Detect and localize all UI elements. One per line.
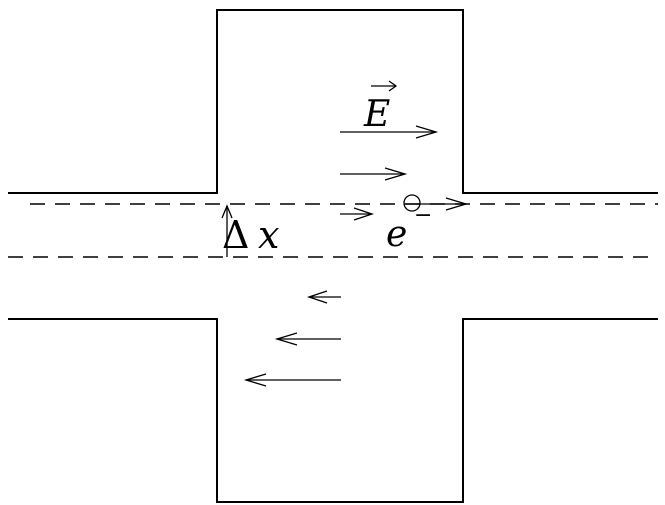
displacement-delta-text: Δ — [222, 213, 249, 257]
field-symbol-text: E — [363, 94, 390, 135]
electron-motion-arrow — [404, 197, 469, 211]
arrow-right-2 — [340, 167, 408, 181]
displacement-marker: Δ x — [221, 204, 279, 257]
arrow-right-3 — [340, 207, 375, 221]
field-arrows-right — [340, 125, 439, 221]
upper-wall — [8, 9, 658, 194]
dashed-boundaries — [8, 203, 658, 258]
lower-wall — [8, 318, 658, 503]
electron-charge-circle-icon — [403, 194, 421, 212]
arrow-left-1 — [306, 290, 341, 304]
channel-outline — [8, 9, 658, 503]
electron-charge-text: − — [414, 203, 432, 228]
displacement-var-text: x — [258, 213, 279, 257]
arrow-left-3 — [243, 373, 341, 387]
arrow-right-1 — [340, 125, 439, 139]
vector-arrow-icon — [371, 80, 398, 92]
arrow-left-2 — [274, 332, 341, 346]
electron-symbol-text: e — [386, 214, 407, 255]
field-label: E — [363, 80, 398, 135]
field-arrows-left — [243, 290, 341, 387]
displacement-arrow-icon — [221, 204, 233, 219]
electron: e − — [386, 194, 469, 255]
